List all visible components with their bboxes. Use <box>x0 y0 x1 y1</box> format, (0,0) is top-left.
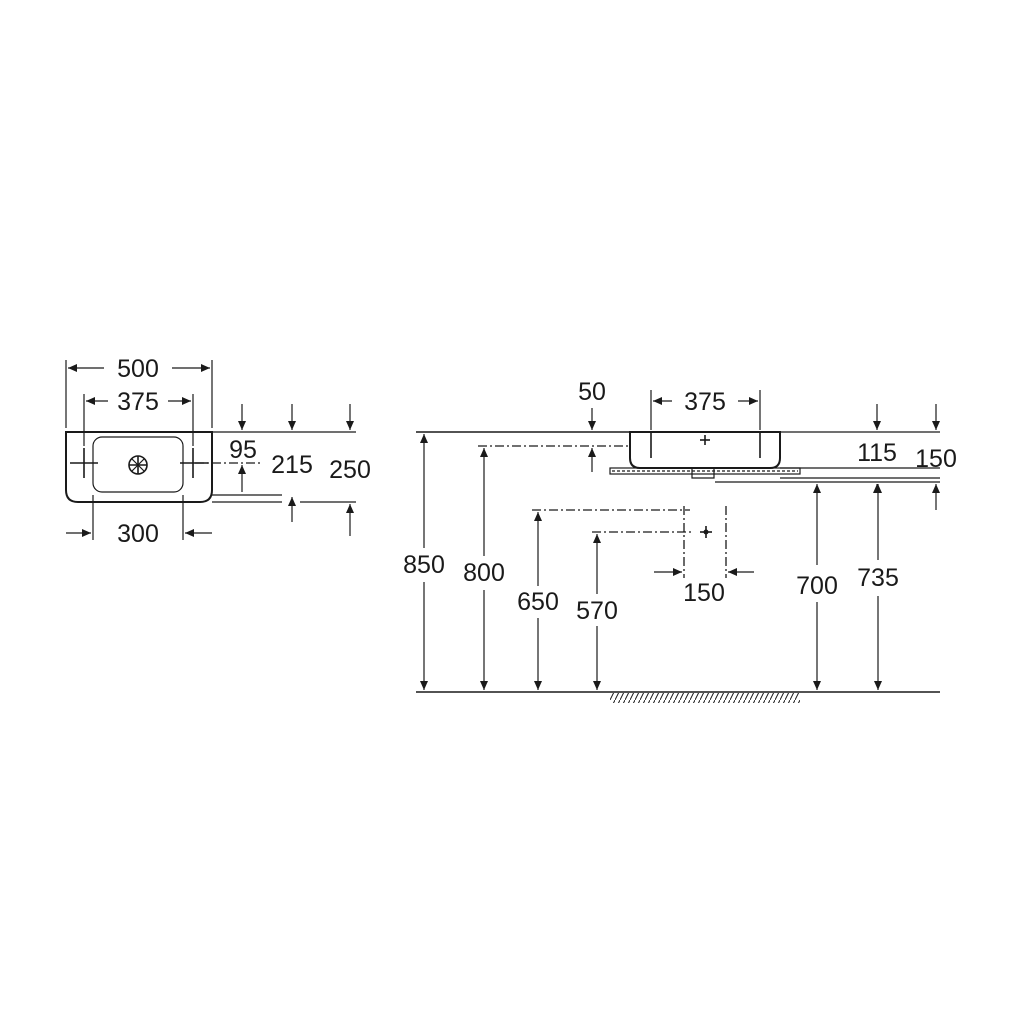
side-view: 375 50 115 150 850 800 650 570 <box>403 378 957 703</box>
dim-500: 500 <box>117 355 159 383</box>
dim-375-side: 375 <box>684 388 726 416</box>
top-view: 500 375 300 95 215 250 <box>65 355 371 548</box>
tap-hole-left-marker <box>70 448 98 478</box>
dim-150-right: 150 <box>915 445 957 473</box>
dim-735: 735 <box>857 564 899 592</box>
waste-outlet <box>691 468 715 479</box>
dim-215: 215 <box>271 451 313 479</box>
dim-150-offset: 150 <box>683 579 725 607</box>
dim-375-top: 375 <box>117 388 159 416</box>
dim-115: 115 <box>857 439 897 467</box>
dim-650: 650 <box>517 588 559 616</box>
dim-800: 800 <box>463 559 505 587</box>
wall-bracket <box>609 467 801 475</box>
dim-250: 250 <box>329 456 371 484</box>
dim-850: 850 <box>403 551 445 579</box>
drain-point-icon <box>700 526 712 538</box>
basin-outline <box>65 431 213 503</box>
dim-300: 300 <box>117 520 159 548</box>
dim-50: 50 <box>578 378 606 406</box>
dim-570: 570 <box>576 597 618 625</box>
dim-700: 700 <box>796 572 838 600</box>
drain-icon <box>128 455 148 475</box>
basin-bowl <box>92 436 184 493</box>
floor-hatch <box>610 693 800 703</box>
dim-95: 95 <box>229 436 257 464</box>
